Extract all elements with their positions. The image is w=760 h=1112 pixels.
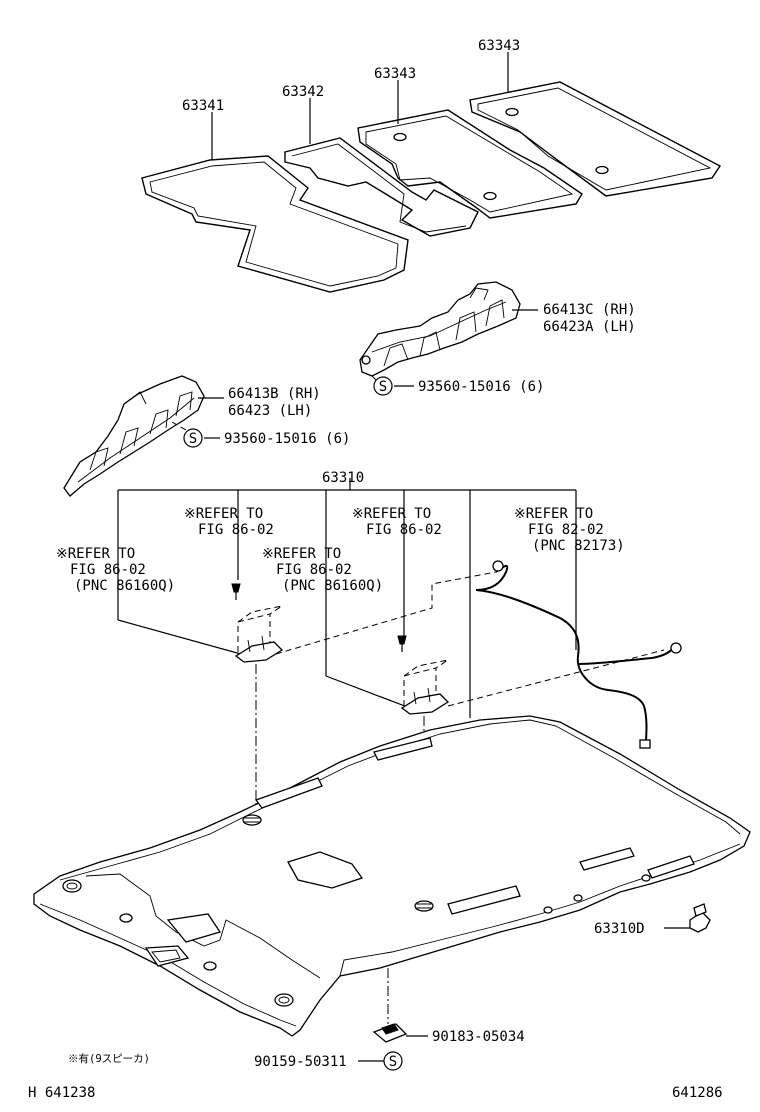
screw-symbol-c: S [373,376,393,396]
ref1-line2: FIG 86-02 [198,522,274,538]
figure-code-right: 641286 [672,1085,723,1101]
label-66423a: 66423A (LH) [543,319,636,335]
label-93560-c: 93560-15016 (6) [418,379,544,395]
screw-symbol-b-label: S [189,431,197,447]
label-66423: 66423 (LH) [228,403,312,419]
ref2-line1: ※REFER TO [352,506,431,522]
silencer-pad-63343-rear [469,81,722,197]
ref3-line1: ※REFER TO [514,506,593,522]
screw-symbol-c-label: S [379,379,387,395]
screw-symbol-d-label: S [389,1054,397,1070]
screw-symbol-b: S [183,428,203,448]
label-63310: 63310 [322,470,364,486]
silencer-pad-63341 [141,155,409,293]
ref5-line1: ※REFER TO [262,546,341,562]
ref3-line2: FIG 82-02 [528,522,604,538]
label-63342: 63342 [282,84,324,100]
label-63343-front: 63343 [374,66,416,82]
bracket-66413c-66423a [359,281,521,377]
label-90183: 90183-05034 [432,1029,525,1045]
label-66413b: 66413B (RH) [228,386,321,402]
ref4-line1: ※REFER TO [56,546,135,562]
ref4-line2: FIG 86-02 [70,562,146,578]
ref5-line2: FIG 86-02 [276,562,352,578]
label-90159: 90159-50311 [254,1054,347,1070]
label-93560-b: 93560-15016 (6) [224,431,350,447]
figure-code-left: H 641238 [28,1085,95,1101]
roof-headlining [33,715,751,1037]
label-63343-rear: 63343 [478,38,520,54]
clip-90183 [372,1023,428,1043]
ref2-line2: FIG 86-02 [366,522,442,538]
silencer-pad-63342 [284,137,479,237]
wire-harness [475,560,682,749]
silencer-pad-63343-front [357,109,583,219]
speaker-mount-right [397,635,450,715]
ref5-line3: (PNC 86160Q) [282,578,383,594]
group-bracket-63310 [117,478,577,718]
label-63310d: 63310D [594,921,645,937]
screw-symbol-d: S [358,1051,403,1071]
ref3-line3: (PNC 82173) [532,538,625,554]
label-66413c: 66413C (RH) [543,302,636,318]
speaker-mount-left [231,583,284,663]
footnote: ※有(9スピーカ) [68,1052,150,1065]
label-63341: 63341 [182,98,224,114]
clip-63310d [664,903,711,933]
bracket-66413b-66423 [63,375,205,497]
ref4-line3: (PNC 86160Q) [74,578,175,594]
ref1-line1: ※REFER TO [184,506,263,522]
